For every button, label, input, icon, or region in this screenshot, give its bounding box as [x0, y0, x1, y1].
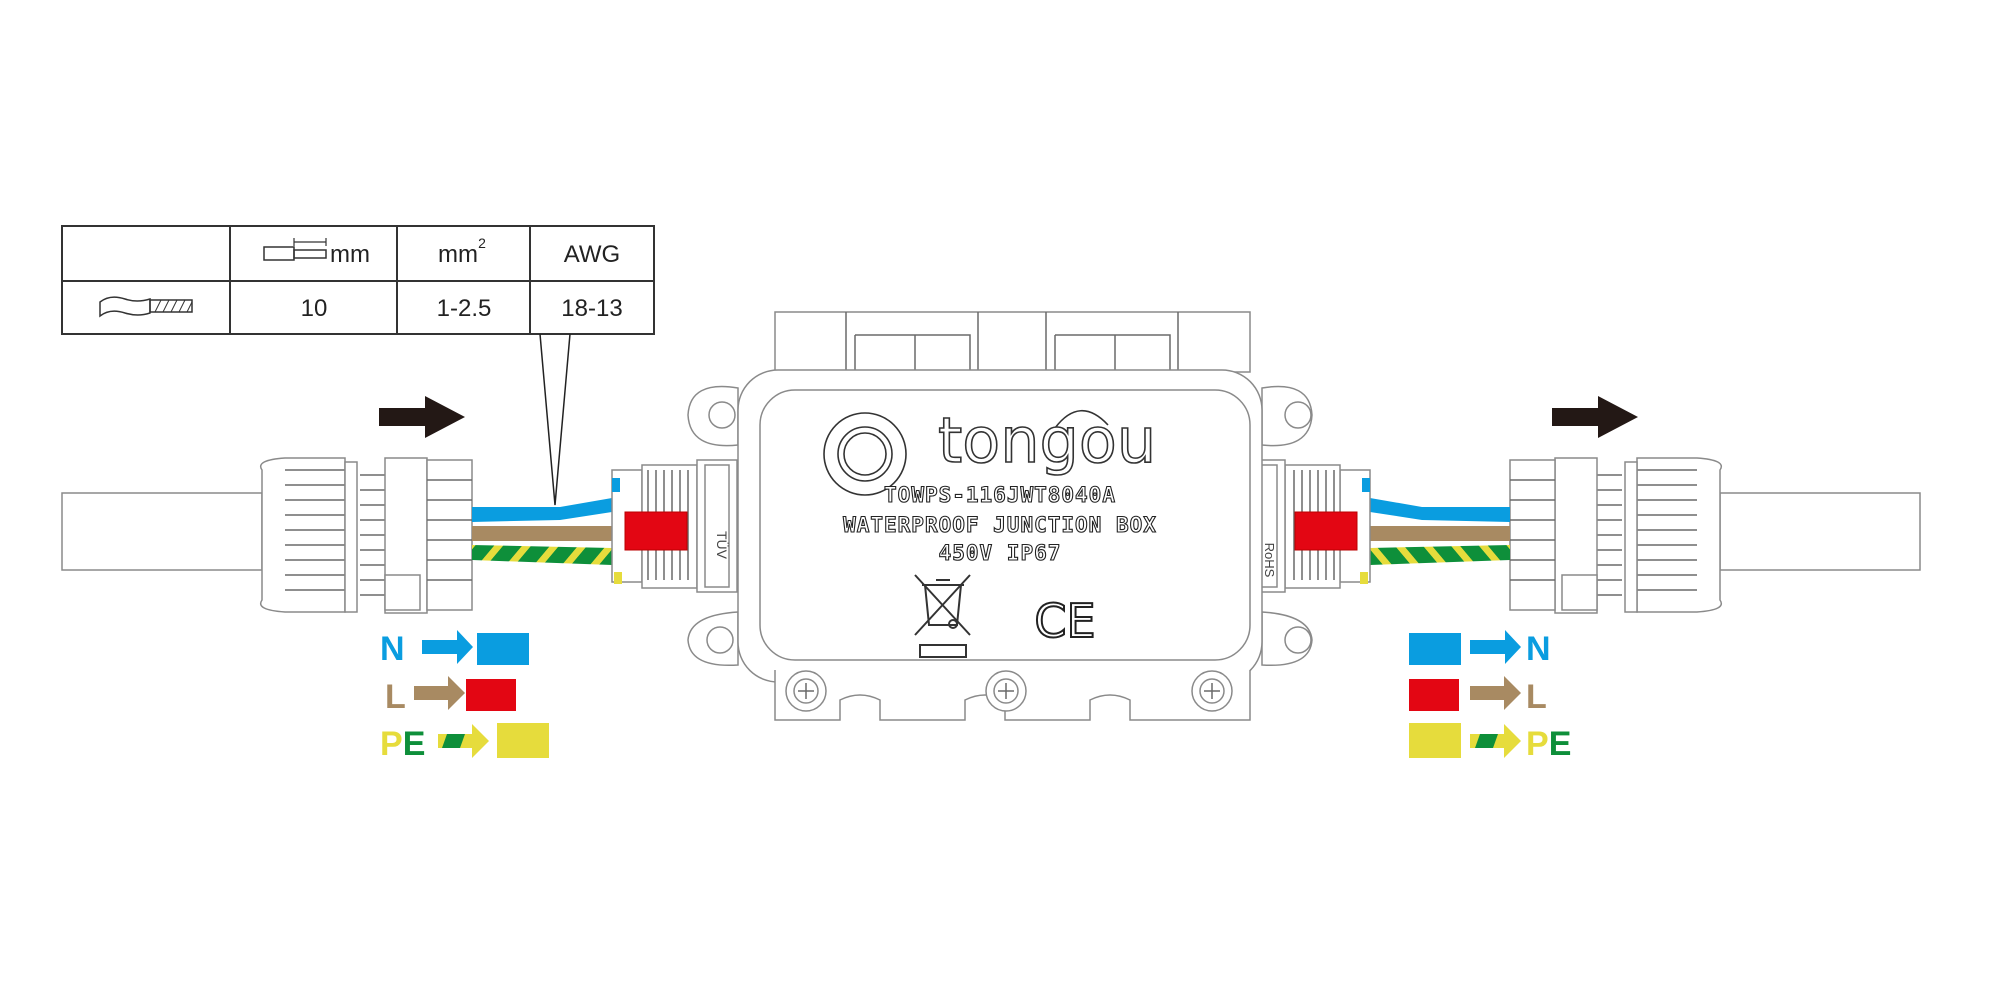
legend-l-label: L — [385, 678, 406, 716]
arrow-icon — [422, 630, 473, 664]
right-cable-gland — [1244, 457, 1921, 614]
insert-arrow-left — [379, 396, 465, 438]
left-cable-gland — [61, 457, 738, 614]
arrow-icon — [1470, 630, 1521, 664]
insert-arrow-right — [1552, 396, 1638, 438]
spec-table: mm mm 2 AWG 10 1-2.5 18-13 — [61, 225, 655, 506]
value-strip-length: 10 — [301, 295, 328, 322]
screw-icon — [785, 670, 827, 712]
wire-icon — [99, 296, 193, 318]
arrow-icon — [414, 676, 465, 710]
wire-legend-left: N L PE — [380, 630, 549, 763]
screw-icon — [985, 670, 1027, 712]
logo-ring-icon — [823, 412, 907, 496]
stripped-wire-icon — [263, 238, 327, 261]
legend-l-swatch — [1409, 679, 1459, 711]
legend-pe-label: PE — [1526, 725, 1571, 763]
rating-label: 450V IP67 — [939, 541, 1062, 565]
legend-n-swatch — [1409, 633, 1461, 665]
junction-box: tongou TOWPS-116JWT8040A WATERPROOF JUNC… — [687, 311, 1313, 721]
wire-legend-right: N L PE — [1409, 630, 1571, 763]
logo-swoosh — [1054, 409, 1109, 429]
legend-pe-swatch — [497, 723, 549, 758]
header-strip-length-unit: mm — [330, 241, 370, 268]
screw-icon — [1191, 670, 1233, 712]
brand-logo: tongou — [938, 404, 1156, 477]
ce-mark: CE — [1034, 594, 1095, 648]
rohs-stamp: RoHS — [1262, 543, 1277, 578]
value-awg: 18-13 — [561, 295, 622, 322]
legend-pe-swatch — [1409, 723, 1461, 758]
arrow-icon — [1470, 676, 1521, 710]
legend-n-swatch — [477, 633, 529, 665]
legend-l-swatch — [466, 679, 516, 711]
product-description: WATERPROOF JUNCTION BOX — [843, 513, 1157, 537]
model-number: TOWPS-116JWT8040A — [884, 483, 1116, 507]
callout-pointer — [539, 333, 571, 506]
header-awg: AWG — [564, 241, 620, 268]
legend-l-label: L — [1526, 678, 1547, 716]
tuv-stamp: TÜV — [714, 531, 731, 560]
header-superscript: 2 — [478, 235, 486, 251]
header-cross-section-unit: mm — [438, 241, 478, 268]
value-cross-section: 1-2.5 — [437, 295, 492, 322]
arrow-icon — [438, 724, 489, 758]
legend-n-label: N — [380, 630, 405, 668]
weee-bin-icon — [914, 574, 971, 658]
legend-pe-label: PE — [380, 725, 425, 763]
legend-n-label: N — [1526, 630, 1551, 668]
